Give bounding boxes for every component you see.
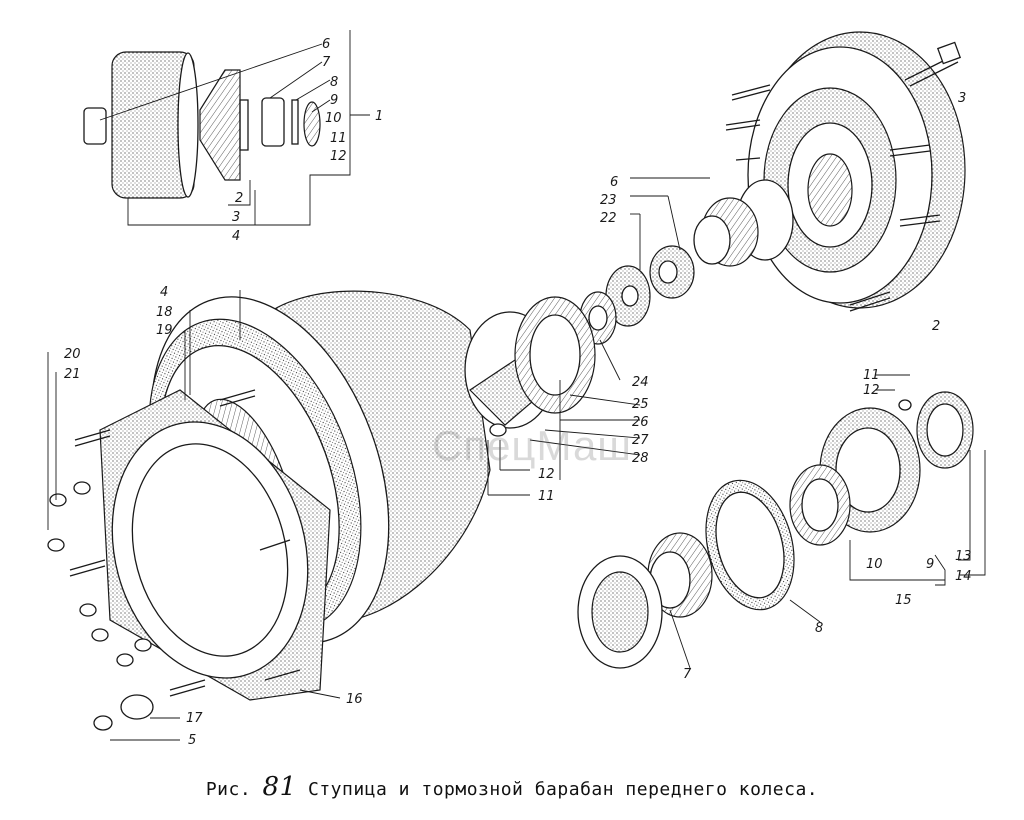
hub-assembly-small — [83, 30, 370, 226]
bearing-cone-upper — [579, 177, 794, 345]
gasket-and-bearing-lower — [577, 479, 821, 669]
callout-25: 25 — [632, 397, 649, 412]
hub-cap-and-seals — [464, 296, 596, 437]
callout-19: 19 — [156, 323, 173, 338]
callout-7b: 7 — [683, 667, 692, 682]
callout-8b: 8 — [815, 621, 823, 636]
callout-9: 9 — [330, 93, 338, 108]
callout-16: 16 — [346, 692, 363, 707]
callout-24: 24 — [632, 375, 649, 390]
flange-ring-with-studs — [47, 290, 341, 741]
outer-hub-lower — [789, 374, 986, 586]
callout-2: 2 — [235, 191, 243, 206]
callout-2b: 2 — [932, 319, 940, 334]
callout-6b: 6 — [610, 175, 618, 190]
callout-21: 21 — [64, 367, 81, 382]
callout-1: 1 — [375, 109, 383, 124]
callout-28: 28 — [632, 451, 649, 466]
callout-10: 10 — [325, 111, 342, 126]
callout-23: 23 — [600, 193, 617, 208]
callout-15: 15 — [895, 593, 912, 608]
hub-large — [725, 31, 966, 312]
callout-8: 8 — [330, 75, 338, 90]
callout-27: 27 — [632, 433, 649, 448]
callout-18: 18 — [156, 305, 173, 320]
callout-12b: 12 — [538, 467, 555, 482]
callout-20: 20 — [64, 347, 81, 362]
callout-labels: 1 2 2 3 3 4 4 5 6 6 7 7 8 8 9 9 10 10 11… — [64, 37, 972, 748]
callout-11: 11 — [330, 131, 347, 146]
callout-4: 4 — [232, 229, 240, 244]
figure-caption: Рис. 81 Ступица и тормозной барабан пере… — [0, 772, 1024, 802]
caption-prefix: Рис. — [205, 779, 252, 800]
callout-9b: 9 — [926, 557, 934, 572]
callout-5: 5 — [188, 733, 196, 748]
callout-14: 14 — [955, 569, 972, 584]
callout-3: 3 — [232, 210, 240, 225]
caption-title: Ступица и тормозной барабан переднего ко… — [307, 779, 819, 800]
callout-22: 22 — [600, 211, 617, 226]
callout-4b: 4 — [160, 285, 168, 300]
callout-6: 6 — [322, 37, 330, 52]
callout-11c: 11 — [863, 368, 880, 383]
callout-11b: 11 — [538, 489, 555, 504]
callout-17: 17 — [186, 711, 203, 726]
callout-10b: 10 — [866, 557, 883, 572]
caption-number: 81 — [262, 772, 297, 802]
callout-13: 13 — [955, 549, 972, 564]
callout-26: 26 — [632, 415, 649, 430]
callout-7: 7 — [322, 55, 331, 70]
callout-3b: 3 — [958, 91, 966, 106]
watermark-text: СпецМаш — [432, 422, 632, 469]
callout-12c: 12 — [863, 383, 880, 398]
leader-lines — [487, 339, 641, 496]
callout-12: 12 — [330, 149, 347, 164]
